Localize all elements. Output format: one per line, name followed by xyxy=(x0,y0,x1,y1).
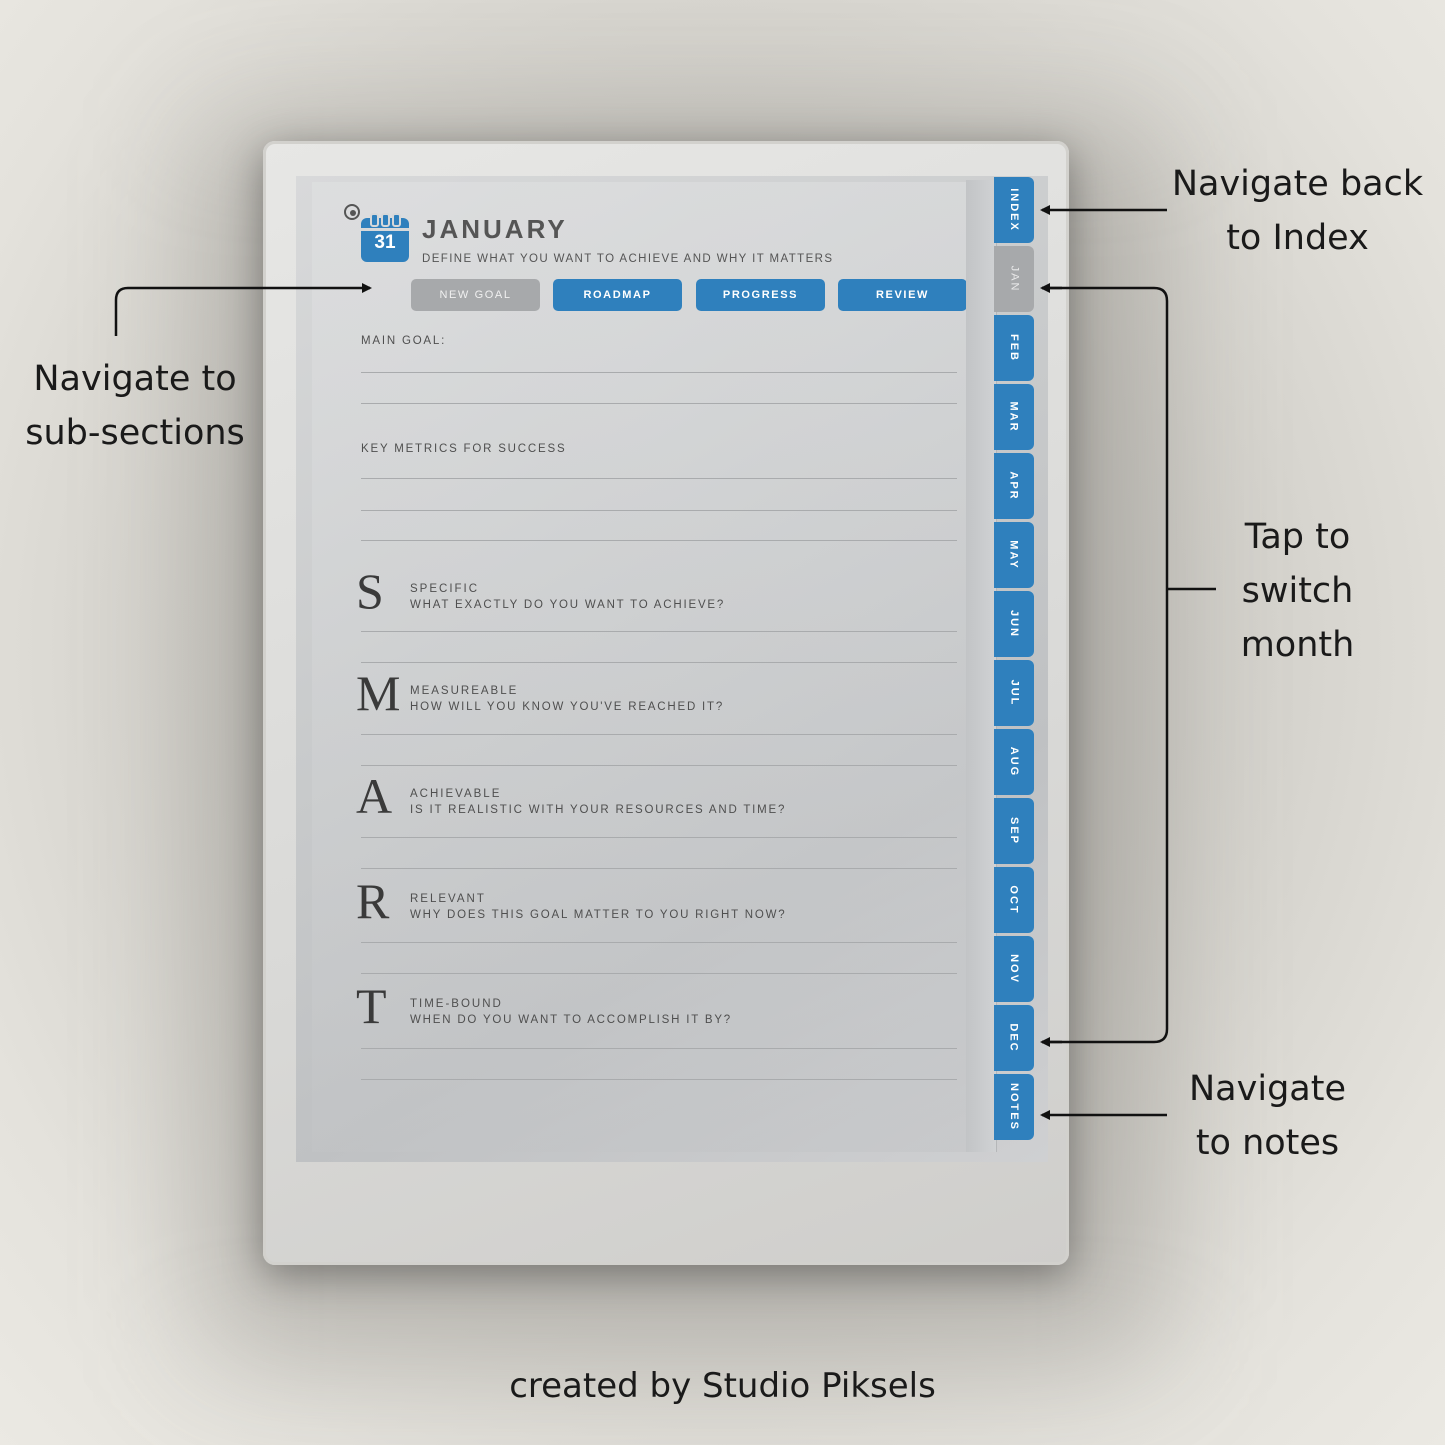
smart-title: TIME-BOUND xyxy=(410,998,503,1010)
main-goal-label: MAIN GOAL: xyxy=(361,335,447,347)
arrow-to-subsections xyxy=(114,283,372,336)
annotation-subsections: Navigate to sub-sections xyxy=(10,352,260,460)
calendar-strip xyxy=(361,228,409,231)
writing-line xyxy=(361,734,957,735)
smart-question: WHAT EXACTLY DO YOU WANT TO ACHIEVE? xyxy=(410,599,726,611)
smart-title: SPECIFIC xyxy=(410,583,480,595)
tab-jul[interactable]: JUL xyxy=(994,660,1034,726)
smart-question: WHY DOES THIS GOAL MATTER TO YOU RIGHT N… xyxy=(410,909,787,921)
page-title: JANUARY xyxy=(422,214,568,244)
annotation-text: Navigate back xyxy=(1171,164,1424,204)
month-bracket xyxy=(1042,286,1169,1044)
goal-page: 31 JANUARY DEFINE WHAT YOU WANT TO ACHIE… xyxy=(312,182,967,1152)
tab-jan[interactable]: JAN xyxy=(994,246,1034,312)
annotation-notes: Navigate to notes xyxy=(1170,1062,1365,1170)
smart-title: ACHIEVABLE xyxy=(410,788,502,800)
smart-letter-t: T xyxy=(356,978,387,1034)
tab-mar[interactable]: MAR xyxy=(994,384,1034,450)
annotation-text: Tap to xyxy=(1244,517,1351,557)
annotation-text: switch xyxy=(1241,571,1354,611)
calendar-ring xyxy=(392,213,401,227)
writing-line xyxy=(361,510,957,511)
smart-letter-r: R xyxy=(356,873,390,929)
writing-line xyxy=(361,403,957,404)
tab-rail-edge xyxy=(966,180,997,1152)
calendar-icon: 31 xyxy=(361,213,409,262)
smart-letter-m: M xyxy=(356,665,401,721)
annotation-text: to Index xyxy=(1226,218,1369,258)
tab-apr[interactable]: APR xyxy=(994,453,1034,519)
annotation-text: Navigate xyxy=(1189,1069,1346,1109)
tab-nov[interactable]: NOV xyxy=(994,936,1034,1002)
progress-button[interactable]: PROGRESS xyxy=(696,279,825,311)
tab-index[interactable]: INDEX xyxy=(994,177,1034,243)
home-icon[interactable] xyxy=(344,204,360,220)
review-button[interactable]: REVIEW xyxy=(838,279,967,311)
tab-jun[interactable]: JUN xyxy=(994,591,1034,657)
writing-line xyxy=(361,540,957,541)
new-goal-button[interactable]: NEW GOAL xyxy=(411,279,540,311)
smart-question: HOW WILL YOU KNOW YOU'VE REACHED IT? xyxy=(410,701,725,713)
roadmap-button[interactable]: ROADMAP xyxy=(553,279,682,311)
writing-line xyxy=(361,837,957,838)
planner-screen: 31 JANUARY DEFINE WHAT YOU WANT TO ACHIE… xyxy=(296,176,1048,1162)
annotation-index: Navigate back to Index xyxy=(1170,157,1425,265)
writing-line xyxy=(361,478,957,479)
writing-line xyxy=(361,372,957,373)
smart-question: WHEN DO YOU WANT TO ACCOMPLISH IT BY? xyxy=(410,1014,732,1026)
tab-dec[interactable]: DEC xyxy=(994,1005,1034,1071)
annotation-text: month xyxy=(1240,625,1355,665)
writing-line xyxy=(361,973,957,974)
annotation-text: sub-sections xyxy=(25,413,245,453)
writing-line xyxy=(361,868,957,869)
annotation-text: Navigate to xyxy=(33,359,237,399)
tab-sep[interactable]: SEP xyxy=(994,798,1034,864)
calendar-ring xyxy=(381,213,390,227)
smart-letter-a: A xyxy=(356,768,393,824)
writing-line xyxy=(361,631,957,632)
writing-line xyxy=(361,942,957,943)
tab-aug[interactable]: AUG xyxy=(994,729,1034,795)
calendar-ring xyxy=(370,213,379,227)
credit-text: created by Studio Piksels xyxy=(509,1366,936,1406)
key-metrics-label: KEY METRICS FOR SUCCESS xyxy=(361,443,567,455)
calendar-day: 31 xyxy=(374,232,396,253)
smart-letter-s: S xyxy=(356,563,384,619)
smart-title: RELEVANT xyxy=(410,893,486,905)
writing-line xyxy=(361,765,957,766)
annotation-text: to notes xyxy=(1195,1123,1340,1163)
tab-oct[interactable]: OCT xyxy=(994,867,1034,933)
writing-line xyxy=(361,1048,957,1049)
tab-feb[interactable]: FEB xyxy=(994,315,1034,381)
month-tab-rail: INDEX JAN FEB MAR APR MAY JUN JUL AUG SE… xyxy=(966,176,1048,1162)
tab-may[interactable]: MAY xyxy=(994,522,1034,588)
smart-title: MEASUREABLE xyxy=(410,685,519,697)
writing-line xyxy=(361,662,957,663)
tab-notes[interactable]: NOTES xyxy=(994,1074,1034,1140)
page-subtitle: DEFINE WHAT YOU WANT TO ACHIEVE AND WHY … xyxy=(422,253,834,265)
smart-question: IS IT REALISTIC WITH YOUR RESOURCES AND … xyxy=(410,804,787,816)
annotation-month: Tap to switch month xyxy=(1210,510,1385,672)
writing-line xyxy=(361,1079,957,1080)
